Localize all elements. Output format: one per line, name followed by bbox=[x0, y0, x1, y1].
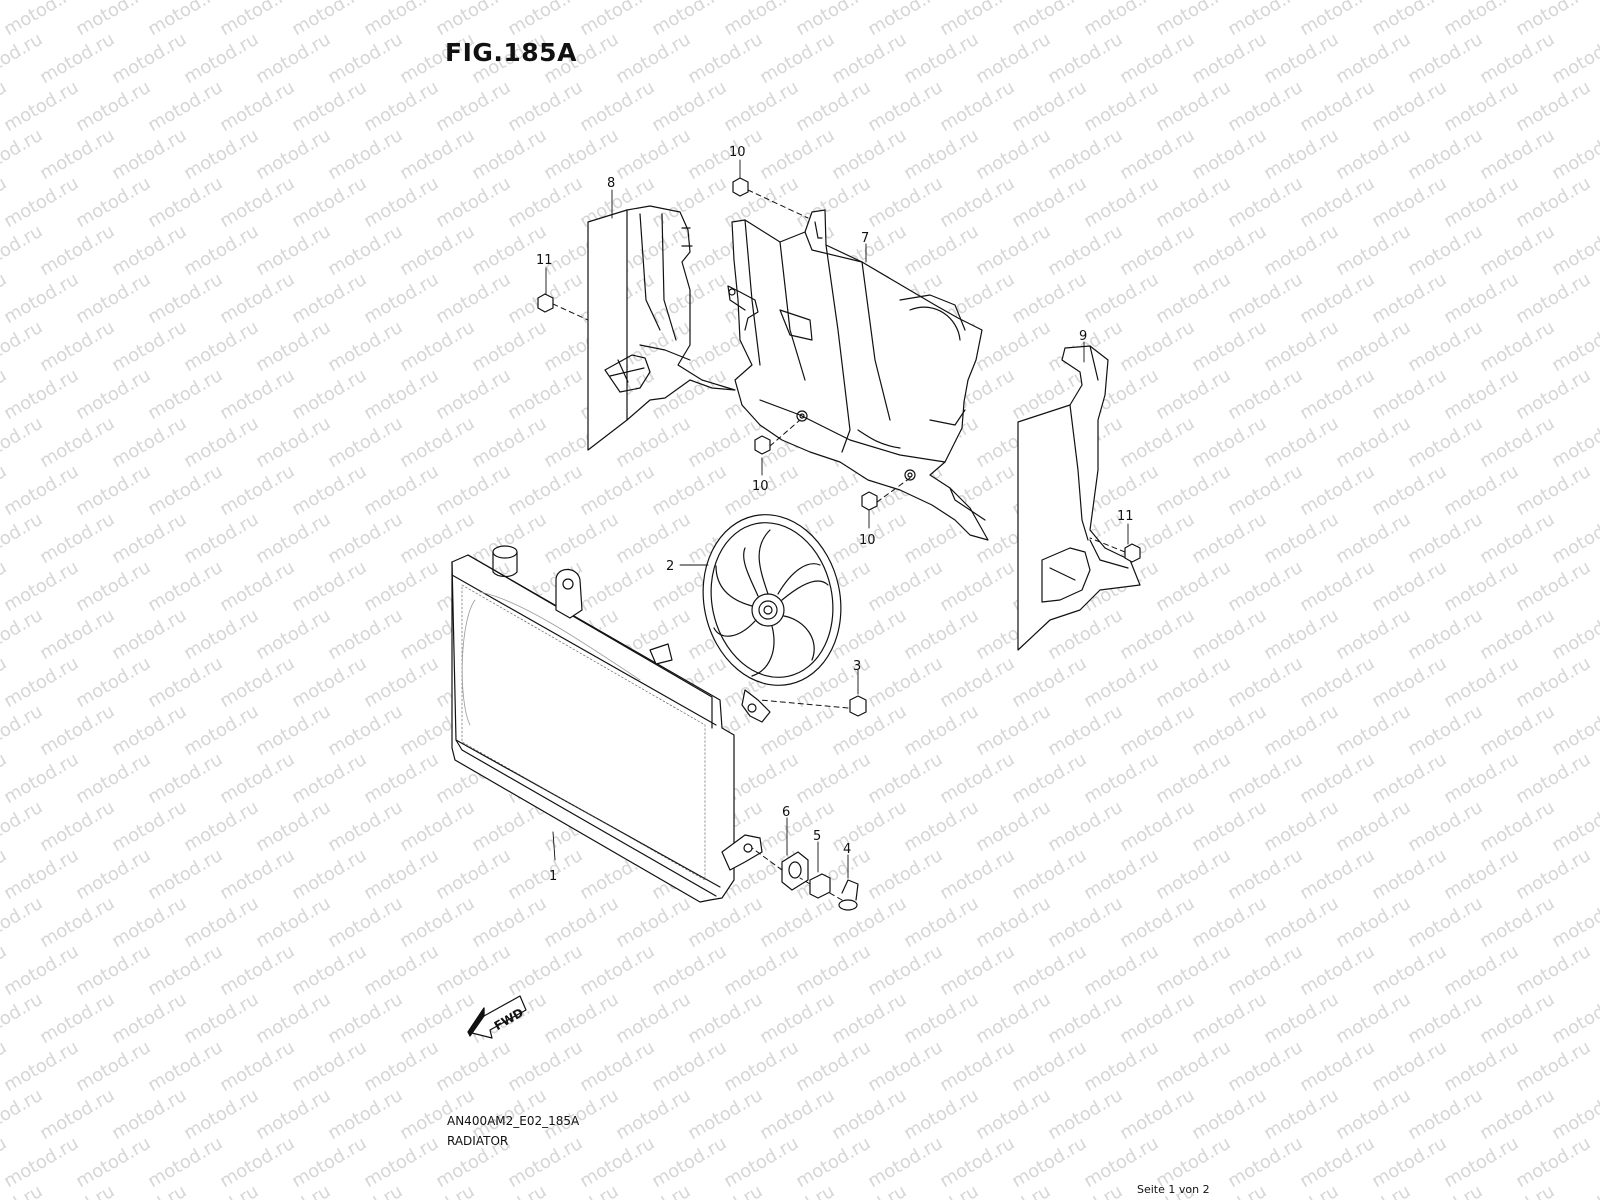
part-2-cooling-fan[interactable] bbox=[688, 285, 857, 723]
part-4-bolt[interactable] bbox=[838, 879, 859, 911]
part-1-radiator[interactable] bbox=[451, 545, 763, 903]
callout-6: 6 bbox=[782, 805, 790, 820]
part-11-bolt-left[interactable] bbox=[537, 293, 554, 313]
callout-11b: 11 bbox=[1117, 509, 1134, 524]
callout-7: 7 bbox=[861, 231, 869, 246]
part-10-bolt-lower[interactable] bbox=[861, 491, 878, 511]
assembly-lines bbox=[552, 189, 1126, 901]
callout-10a: 10 bbox=[729, 145, 746, 160]
page-indicator: Seite 1 von 2 bbox=[1137, 1183, 1210, 1196]
figure-title: FIG.185A bbox=[445, 38, 577, 67]
callout-10c: 10 bbox=[859, 533, 876, 548]
leader-lines bbox=[545, 159, 1129, 879]
part-6-grommet[interactable] bbox=[781, 851, 809, 891]
callout-8: 8 bbox=[607, 176, 615, 191]
part-3-bolt[interactable] bbox=[849, 695, 867, 717]
part-7-fan-shroud[interactable] bbox=[731, 209, 989, 541]
part-10-bolt-top[interactable] bbox=[732, 177, 749, 197]
part-11-bolt-right[interactable] bbox=[1124, 543, 1141, 563]
part-10-bolt-left[interactable] bbox=[754, 435, 771, 455]
diagram-name: RADIATOR bbox=[447, 1134, 509, 1148]
part-9-right-shroud[interactable] bbox=[1017, 345, 1141, 651]
part-5-collar[interactable] bbox=[809, 873, 831, 899]
callout-4: 4 bbox=[843, 842, 851, 857]
fwd-arrow-icon: FWD bbox=[467, 995, 527, 1039]
callout-9: 9 bbox=[1079, 329, 1087, 344]
callout-labels: 1 2 3 4 5 6 7 8 9 10 10 10 11 11 bbox=[536, 145, 1134, 884]
diagram-code: AN400AM2_E02_185A bbox=[447, 1114, 580, 1128]
callout-11a: 11 bbox=[536, 253, 553, 268]
callout-10b: 10 bbox=[752, 479, 769, 494]
callout-2: 2 bbox=[666, 559, 674, 574]
callout-3: 3 bbox=[853, 659, 861, 674]
callout-1: 1 bbox=[549, 869, 557, 884]
callout-5: 5 bbox=[813, 829, 821, 844]
part-8-left-shroud[interactable] bbox=[587, 205, 736, 451]
